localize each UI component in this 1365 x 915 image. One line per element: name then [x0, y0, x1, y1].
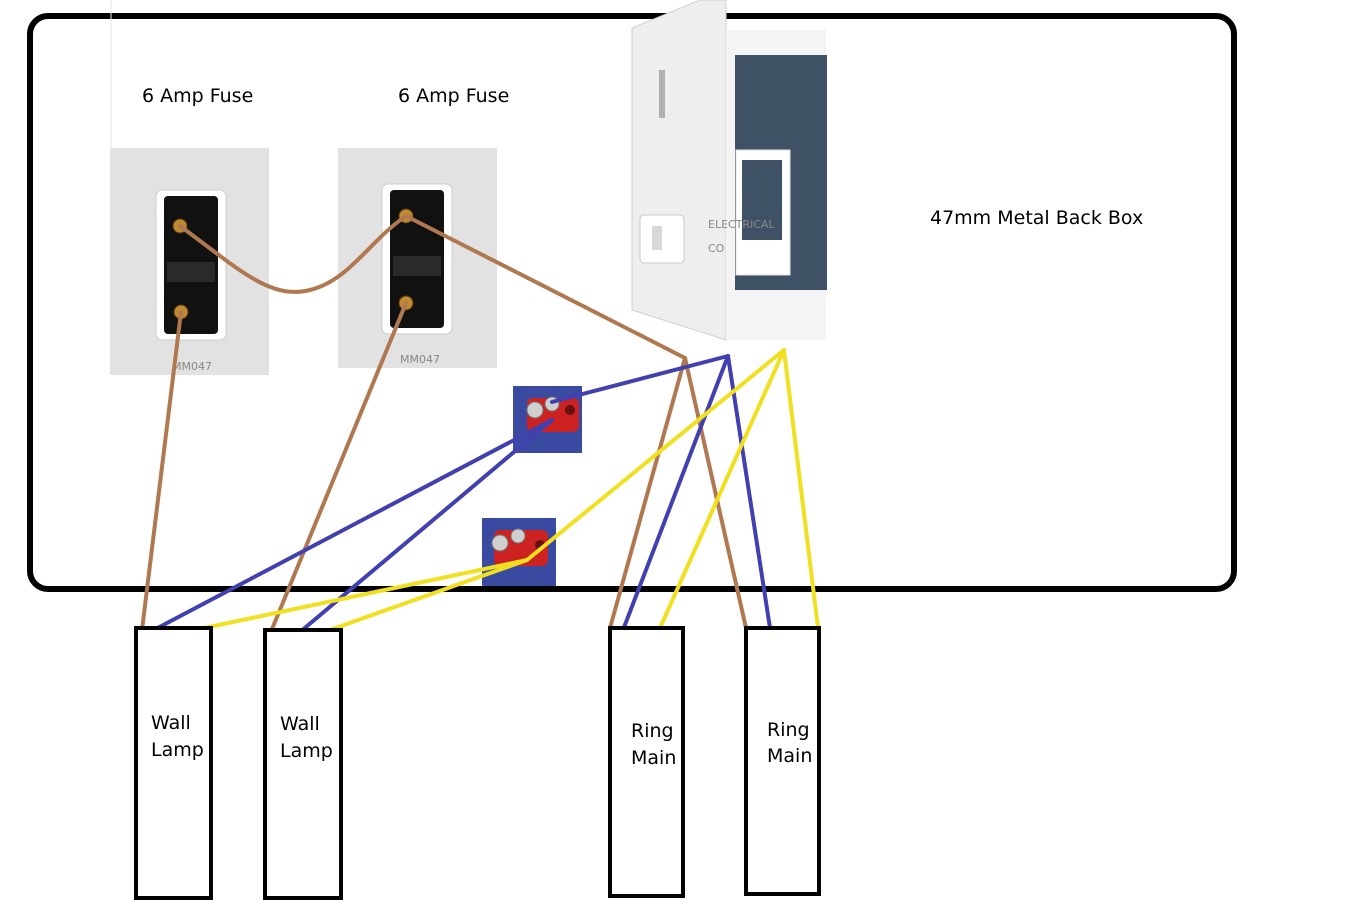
cable-wall-lamp-1: Wall Lamp — [134, 626, 213, 900]
socket-module: ELECTRICAL CO — [631, 0, 827, 341]
fuse-module-right: MM047 — [338, 148, 497, 368]
watermark-line1: ELECTRICAL — [708, 218, 776, 231]
neutral-wire-ring-1 — [621, 354, 730, 632]
neutral-wires — [148, 354, 772, 634]
earth-wire-socket-to-connector — [525, 348, 786, 562]
earth-wire-lamp-2 — [328, 558, 529, 632]
cable-ring-main-1: Ring Main — [608, 626, 685, 898]
neutral-wire-lamp-1 — [148, 418, 554, 634]
svg-text:Wall: Wall — [151, 712, 191, 734]
live-wire-ring-2 — [683, 356, 748, 630]
earth-wire-ring-1 — [658, 348, 786, 630]
fuse-module-left: MM047 — [110, 148, 269, 375]
live-wire-fuse-link — [178, 214, 408, 294]
earth-wire-lamp-1 — [193, 558, 529, 632]
earth-wire-ring-2 — [782, 348, 820, 630]
back-box-label: 47mm Metal Back Box — [930, 207, 1143, 229]
svg-text:Main: Main — [631, 747, 676, 769]
connector-block-earth — [482, 518, 556, 586]
svg-text:Main: Main — [767, 745, 812, 767]
svg-text:Ring: Ring — [767, 719, 810, 741]
fuse-label-right: 6 Amp Fuse — [398, 85, 509, 107]
live-wire-lamp-2 — [268, 301, 408, 636]
fuse-label-left: 6 Amp Fuse — [142, 85, 253, 107]
earth-wires — [193, 348, 820, 632]
fuse-module-code-right: MM047 — [400, 353, 440, 366]
live-wire-lamp-1 — [140, 310, 183, 632]
neutral-wire-socket-to-connector — [550, 354, 730, 404]
live-wire-fuse-to-socket — [404, 214, 687, 360]
svg-text:Lamp: Lamp — [280, 740, 333, 762]
watermark-line2: CO — [708, 242, 725, 255]
live-wire-ring-1 — [608, 356, 687, 630]
neutral-wire-lamp-2 — [298, 418, 554, 634]
fuse-module-code-left: MM047 — [172, 360, 212, 373]
svg-text:Lamp: Lamp — [151, 739, 204, 761]
cable-ring-main-2: Ring Main — [744, 626, 821, 896]
back-box-outline — [27, 13, 1237, 592]
svg-text:Ring: Ring — [631, 720, 674, 742]
svg-text:Wall: Wall — [280, 713, 320, 735]
cable-wall-lamp-2: Wall Lamp — [263, 628, 343, 900]
live-wires — [140, 214, 748, 636]
neutral-wire-ring-2 — [726, 354, 772, 630]
